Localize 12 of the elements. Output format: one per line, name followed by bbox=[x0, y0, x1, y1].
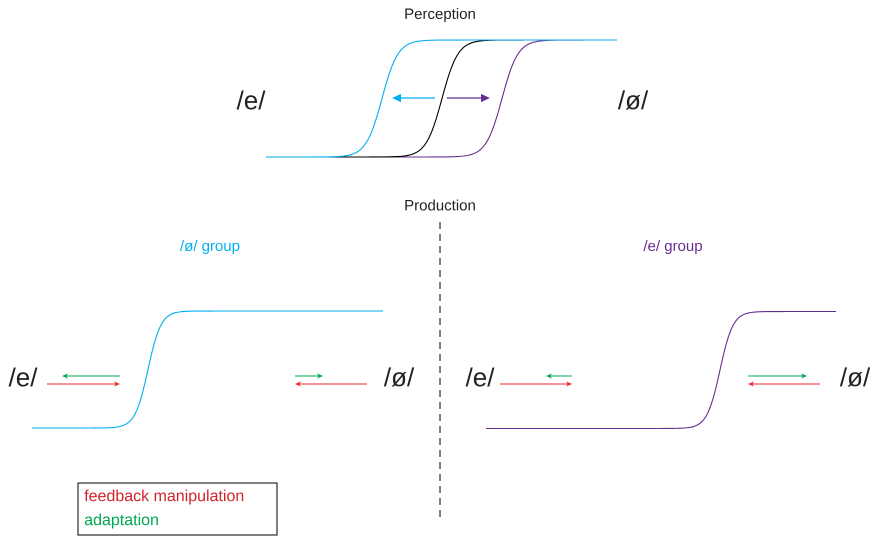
phoneme-label: /ø/ bbox=[840, 367, 870, 387]
legend-entry: adaptation bbox=[84, 514, 158, 528]
group-label: /ø/ group bbox=[180, 240, 240, 254]
panel-title: Production bbox=[405, 200, 475, 210]
phoneme-label: /e/ bbox=[236, 90, 266, 110]
panel-title: Perception bbox=[405, 8, 475, 22]
phoneme-label: /ø/ bbox=[384, 367, 414, 387]
phoneme-label: /ø/ bbox=[618, 90, 648, 110]
phoneme-label: /e/ bbox=[8, 367, 38, 387]
legend-entry: feedback manipulation bbox=[84, 490, 244, 504]
group-label: /e/ group bbox=[643, 240, 702, 254]
phoneme-label: /e/ bbox=[466, 367, 494, 387]
